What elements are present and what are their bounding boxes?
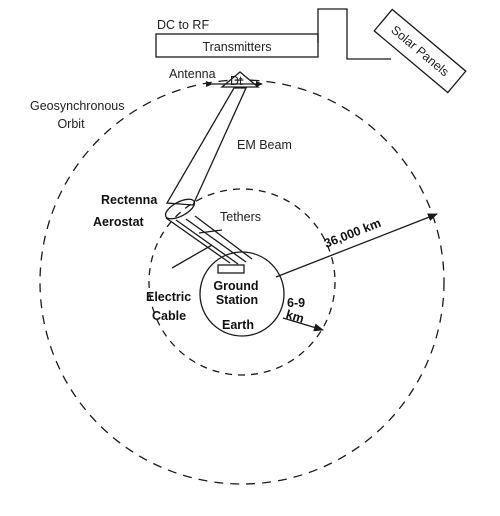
altitude-unit-label: km: [284, 307, 305, 325]
dc-to-rf-label: DC to RF: [157, 18, 209, 32]
em-beam: [165, 87, 248, 206]
geosynchronous-orbit-circle: [39, 79, 445, 485]
tethers-label: Tethers: [220, 210, 261, 224]
solar-panels-box: [373, 8, 467, 94]
geo-distance-label: 36,000 km: [322, 216, 383, 251]
tether-line-4: [194, 215, 253, 260]
altitude-arrow: [282, 317, 324, 332]
em-beam-label: EM Beam: [237, 138, 292, 152]
earth-label: Earth: [222, 318, 254, 332]
antenna-label: Antenna: [169, 67, 216, 81]
geosynchronous-label: Geosynchronous: [30, 99, 125, 113]
cable-label: Cable: [152, 309, 186, 323]
tether-line-2: [175, 219, 239, 265]
geo-distance-arrow: [275, 213, 438, 278]
tether-crossbar: [198, 229, 223, 234]
dt-label: Dt: [230, 74, 243, 88]
altitude-value-label: 6-9: [287, 296, 305, 310]
rectenna-label: Rectenna: [101, 193, 158, 207]
tether-line-1: [165, 217, 231, 264]
rectenna-aerostat: [164, 198, 196, 220]
ground-station-box: [217, 264, 245, 274]
aerostat-label: Aerostat: [93, 215, 145, 229]
electric-cable-line: [171, 244, 213, 269]
antenna-shape: [220, 71, 260, 88]
aerostat-altitude-circle: [148, 188, 336, 376]
electric-label: Electric: [146, 290, 191, 304]
ground-label: Ground: [213, 279, 258, 293]
transmitters-label: Transmitters: [203, 40, 272, 54]
orbit-label: Orbit: [57, 117, 85, 131]
station-label: Station: [216, 293, 258, 307]
tether-line-3: [185, 218, 247, 263]
transmitters-box: [155, 33, 319, 58]
solar-panel-wire: [317, 8, 391, 60]
